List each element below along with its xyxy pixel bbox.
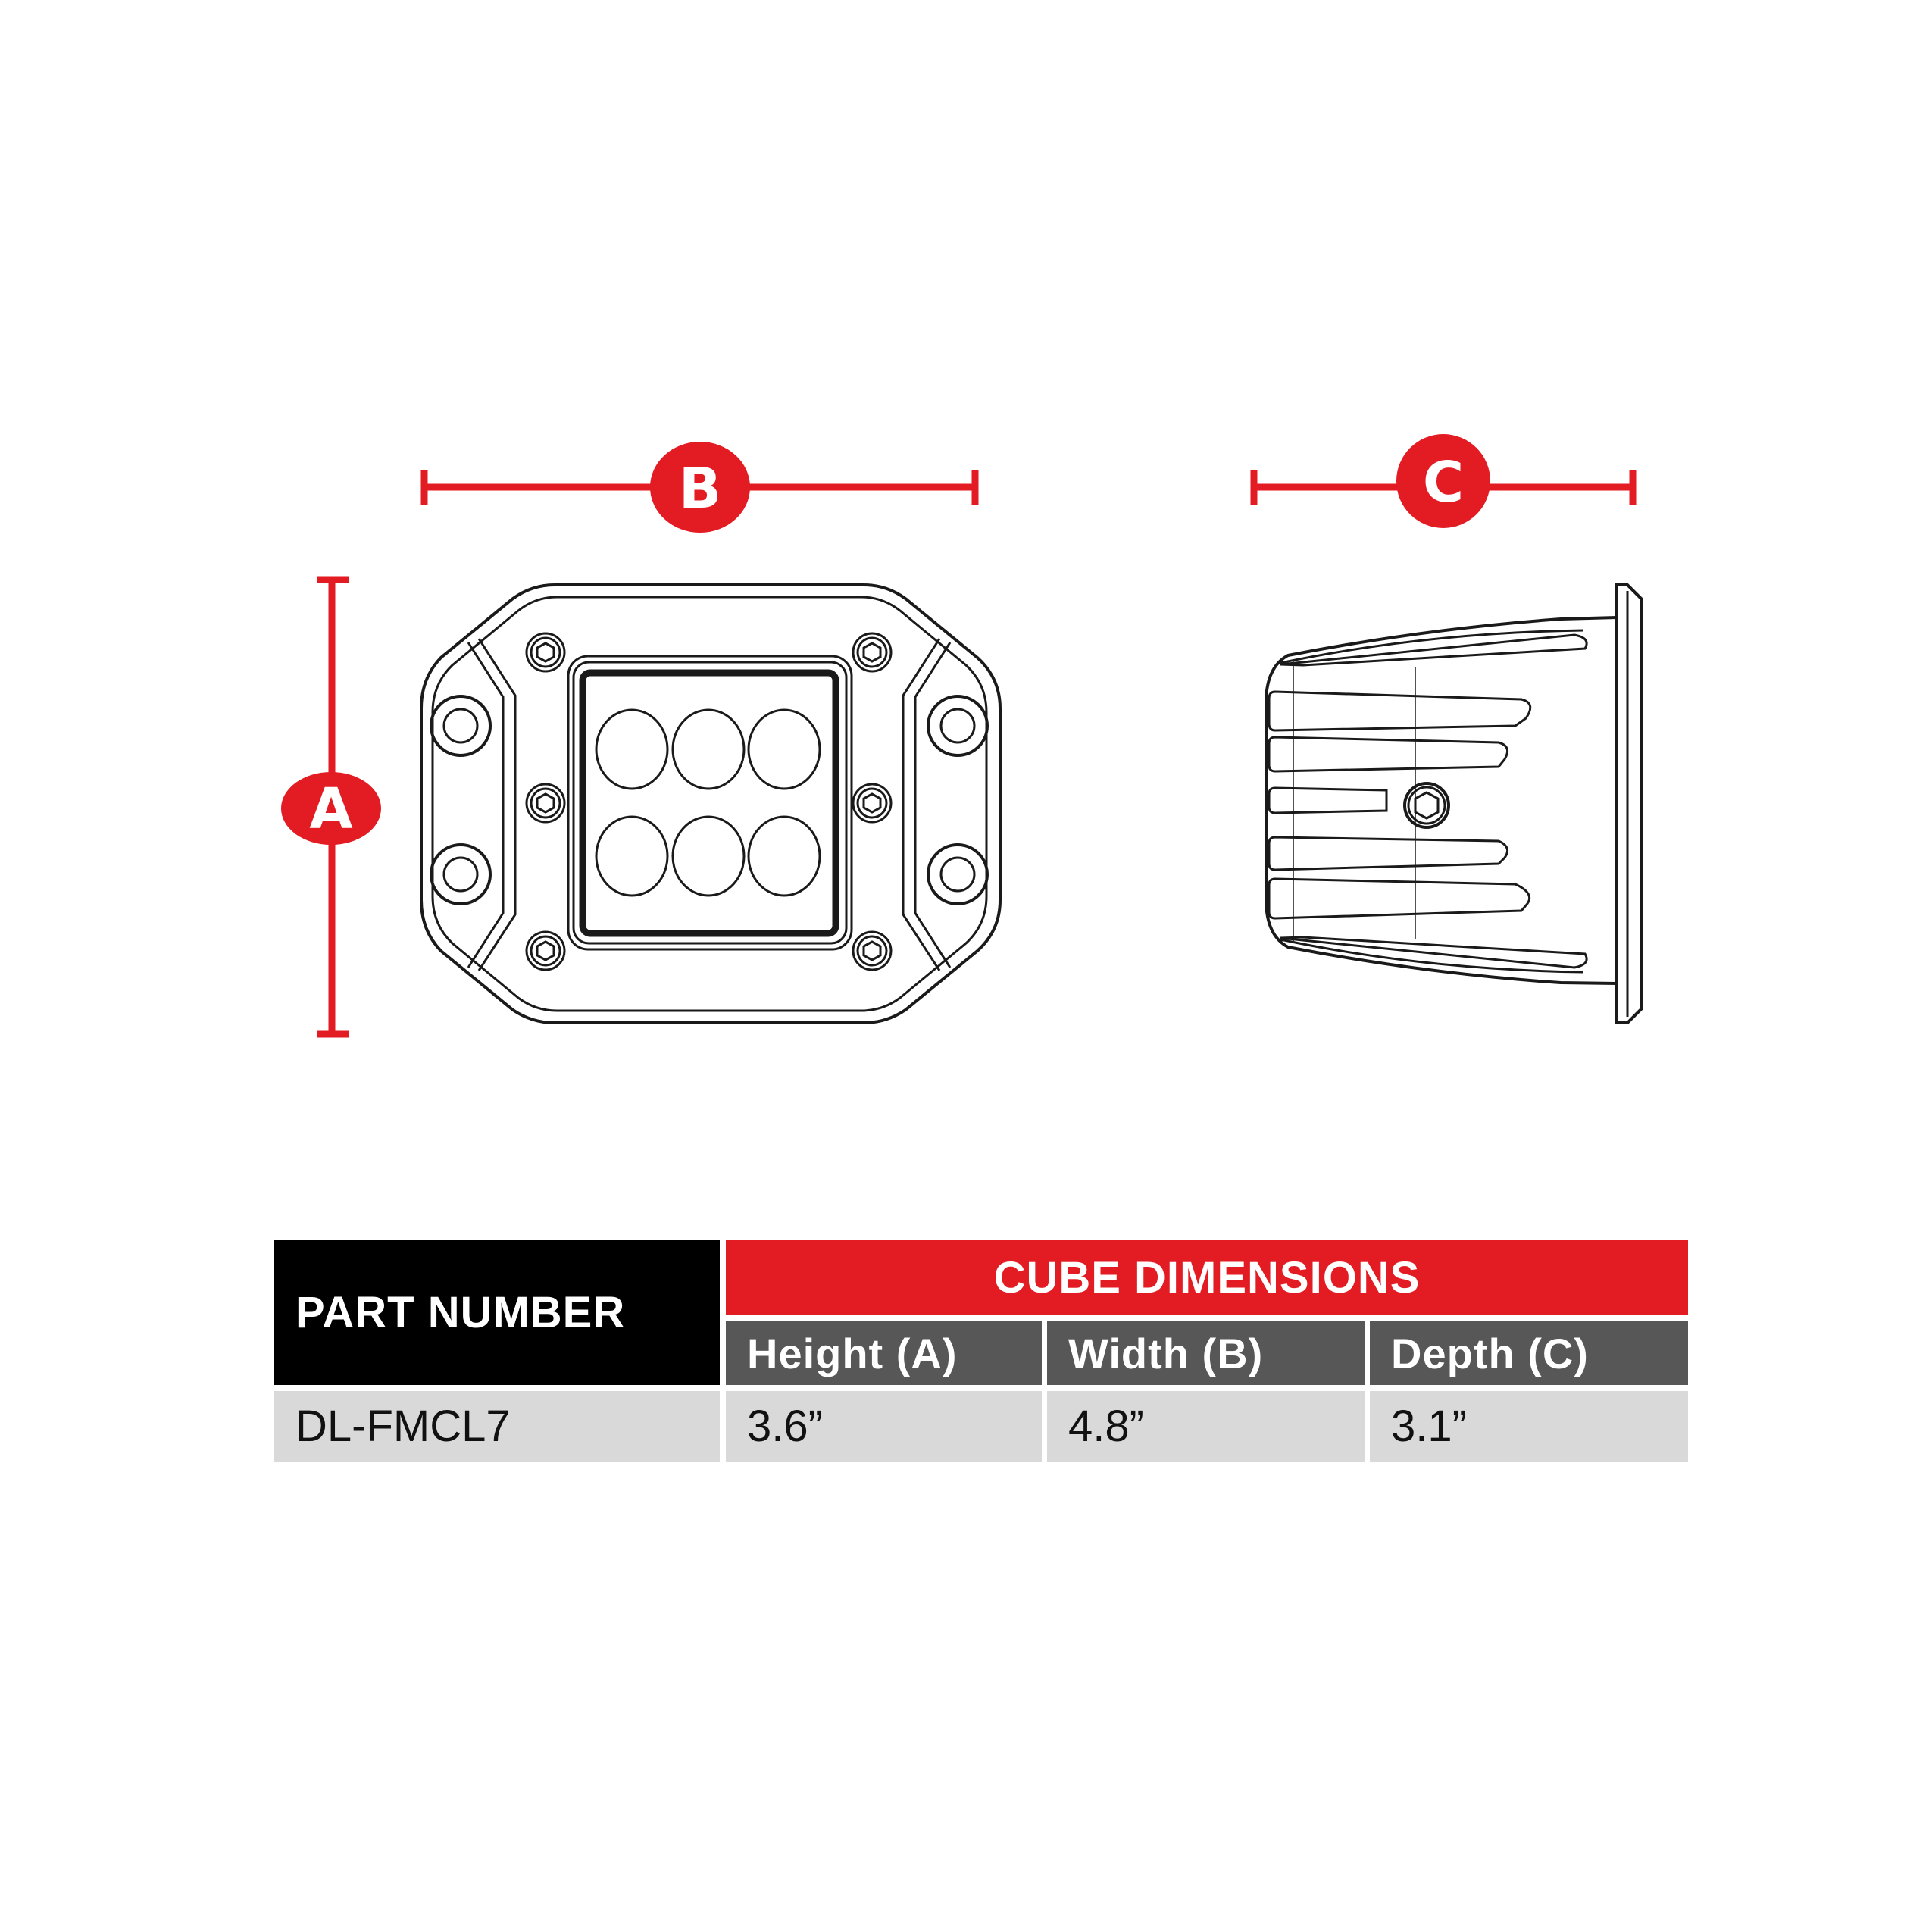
dimension-b-label: B xyxy=(679,456,721,521)
column-header-depth-label: Depth (C) xyxy=(1391,1329,1589,1377)
led-icon xyxy=(747,708,821,790)
hex-bolt-icon xyxy=(852,783,893,824)
dimension-c-label: C xyxy=(1423,450,1464,515)
led-icon xyxy=(671,708,746,790)
hex-bolt-icon xyxy=(852,632,893,673)
led-array xyxy=(595,708,821,897)
table-cell-height: 3.6” xyxy=(726,1391,1042,1462)
part-number-value: DL-FMCL7 xyxy=(295,1402,511,1451)
mounting-hole-icon xyxy=(927,695,989,757)
front-view xyxy=(420,583,1002,1024)
dimension-c xyxy=(1250,434,1637,528)
hex-bolt-icon xyxy=(525,783,566,824)
bolts xyxy=(525,632,893,971)
dimension-a xyxy=(281,576,381,1038)
mounting-hole-icon xyxy=(927,843,989,905)
table-cell-part-number: DL-FMCL7 xyxy=(274,1391,720,1462)
hex-bolt-icon xyxy=(525,930,566,971)
side-view xyxy=(1265,583,1643,1024)
led-icon xyxy=(747,815,821,897)
column-header-height-label: Height (A) xyxy=(747,1329,958,1377)
part-number-header: PART NUMBER xyxy=(274,1240,720,1385)
hex-bolt-icon xyxy=(525,632,566,673)
table-cell-depth: 3.1” xyxy=(1370,1391,1688,1462)
column-header-height: Height (A) xyxy=(726,1321,1042,1385)
dimensions-table: PART NUMBER CUBE DIMENSIONS Height (A) W… xyxy=(274,1240,1688,1462)
column-header-width: Width (B) xyxy=(1047,1321,1365,1385)
depth-value: 3.1” xyxy=(1391,1402,1467,1451)
part-number-header-label: PART NUMBER xyxy=(295,1288,626,1337)
hex-bolt-icon xyxy=(852,930,893,971)
mounting-hole-icon xyxy=(430,843,492,905)
cube-dimensions-header-label: CUBE DIMENSIONS xyxy=(993,1253,1421,1302)
table-cell-width: 4.8” xyxy=(1047,1391,1365,1462)
dimension-b xyxy=(420,442,979,533)
dimension-a-label: A xyxy=(309,777,352,842)
side-hex-bolt-icon xyxy=(1403,782,1450,829)
led-icon xyxy=(595,708,669,790)
led-icon xyxy=(595,815,669,897)
mounting-hole-icon xyxy=(430,695,492,757)
cooling-fins xyxy=(1268,690,1532,920)
led-icon xyxy=(671,815,746,897)
cube-dimensions-header: CUBE DIMENSIONS xyxy=(726,1240,1688,1315)
width-value: 4.8” xyxy=(1068,1402,1144,1451)
column-header-depth: Depth (C) xyxy=(1370,1321,1688,1385)
mounting-holes xyxy=(430,695,989,905)
height-value: 3.6” xyxy=(747,1402,823,1451)
column-header-width-label: Width (B) xyxy=(1068,1329,1264,1377)
